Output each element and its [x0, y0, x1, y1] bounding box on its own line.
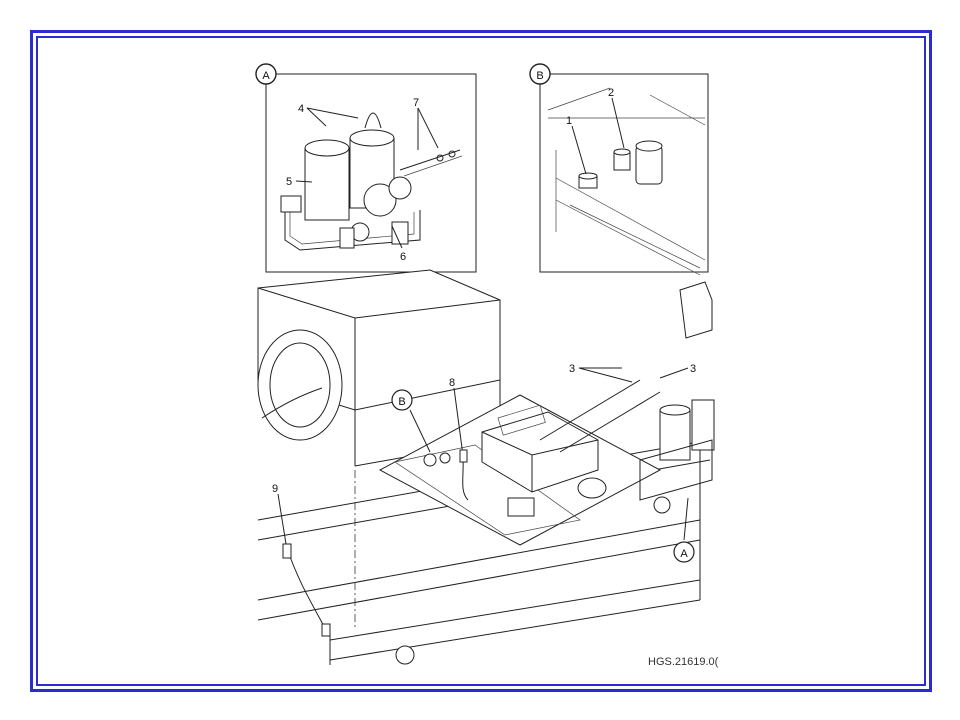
outer-border: [30, 30, 932, 692]
inner-border: [36, 36, 926, 686]
svg-text:A: A: [262, 70, 270, 82]
callout-4: 4: [298, 103, 304, 115]
leader-lines: [277, 97, 689, 545]
detail-a-inset: [265, 73, 477, 273]
callout-6: 6: [400, 251, 406, 263]
detail-label-a-main: A: [673, 541, 695, 563]
svg-text:B: B: [398, 396, 405, 408]
callout-3-right: 3: [690, 363, 696, 375]
main-assembly: [257, 269, 715, 665]
svg-text:A: A: [680, 548, 688, 560]
callout-2: 2: [608, 87, 614, 99]
detail-b-inset: [539, 73, 709, 276]
detail-label-b-top: B: [529, 63, 551, 85]
callout-7: 7: [413, 97, 419, 109]
detail-label-a-top: A: [255, 63, 277, 85]
callout-1: 1: [566, 115, 572, 127]
callout-5: 5: [286, 176, 292, 188]
callout-3-left: 3: [569, 363, 575, 375]
svg-text:B: B: [536, 70, 543, 82]
callout-8: 8: [449, 377, 455, 389]
detail-label-b-main: B: [391, 389, 413, 411]
drawing-reference: HGS.21619.0(: [648, 656, 719, 668]
callout-9: 9: [272, 483, 278, 495]
